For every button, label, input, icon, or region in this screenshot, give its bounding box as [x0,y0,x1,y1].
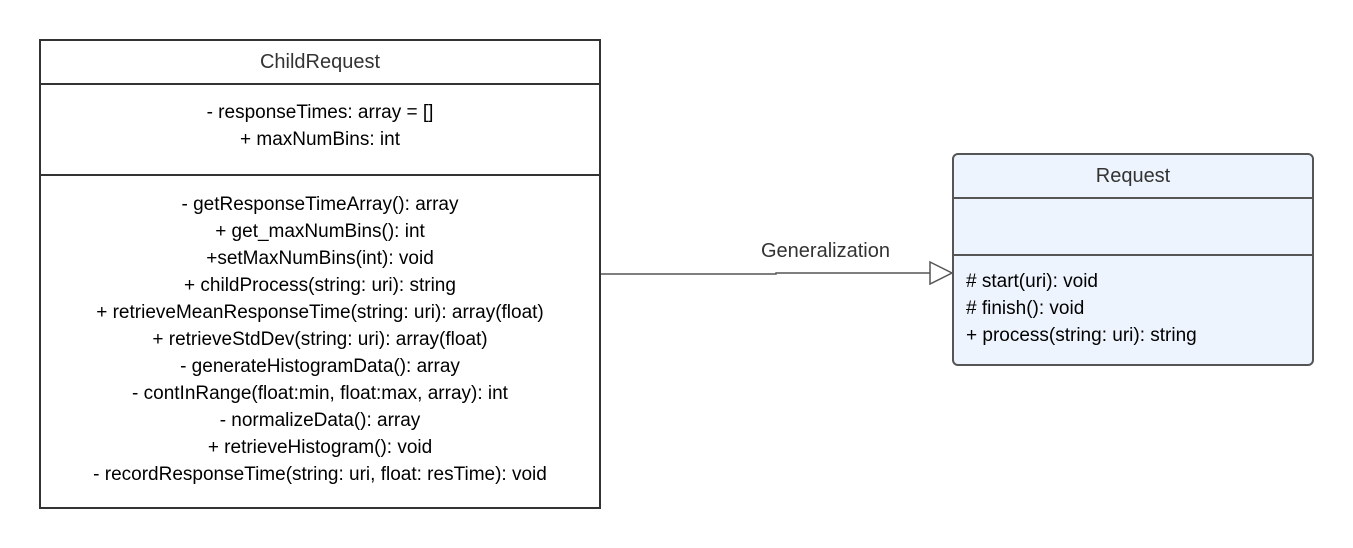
class-name-compartment: Request [954,155,1312,199]
operation: + childProcess(string: uri): string [184,275,456,296]
class-name-compartment: ChildRequest [41,41,599,85]
operation: + get_maxNumBins(): int [215,221,425,242]
operation: - contInRange(float:min, float:max, arra… [132,383,508,404]
attributes-compartment [954,199,1312,256]
class-name: ChildRequest [259,50,381,73]
class-name: Request [1095,164,1171,187]
generalization-line [601,272,930,275]
operations-compartment: - getResponseTimeArray(): array + get_ma… [41,176,599,507]
operation: # start(uri): void [966,271,1098,292]
attributes-compartment: - responseTimes: array = [] + maxNumBins… [41,85,599,176]
relationship-label: Generalization [761,240,890,262]
operation: - normalizeData(): array [219,410,421,431]
request-class[interactable]: Request # start(uri): void # finish(): v… [952,153,1314,366]
operation: +setMaxNumBins(int): void [206,248,434,269]
operation: - generateHistogramData(): array [180,356,460,377]
operation: + retrieveStdDev(string: uri): array(flo… [152,329,488,350]
hollow-triangle-arrowhead [929,260,954,286]
operation: - recordResponseTime(string: uri, float:… [93,464,547,485]
operation: # finish(): void [966,298,1085,319]
operation: + retrieveHistogram(): void [207,437,433,458]
attribute: + maxNumBins: int [240,129,400,150]
operation: + process(string: uri): string [966,325,1197,346]
operation: - getResponseTimeArray(): array [181,194,459,215]
operations-compartment: # start(uri): void # finish(): void + pr… [954,256,1312,364]
attribute: - responseTimes: array = [] [206,102,434,123]
child-request-class[interactable]: ChildRequest - responseTimes: array = []… [39,39,601,509]
operation: + retrieveMeanResponseTime(string: uri):… [96,302,544,323]
